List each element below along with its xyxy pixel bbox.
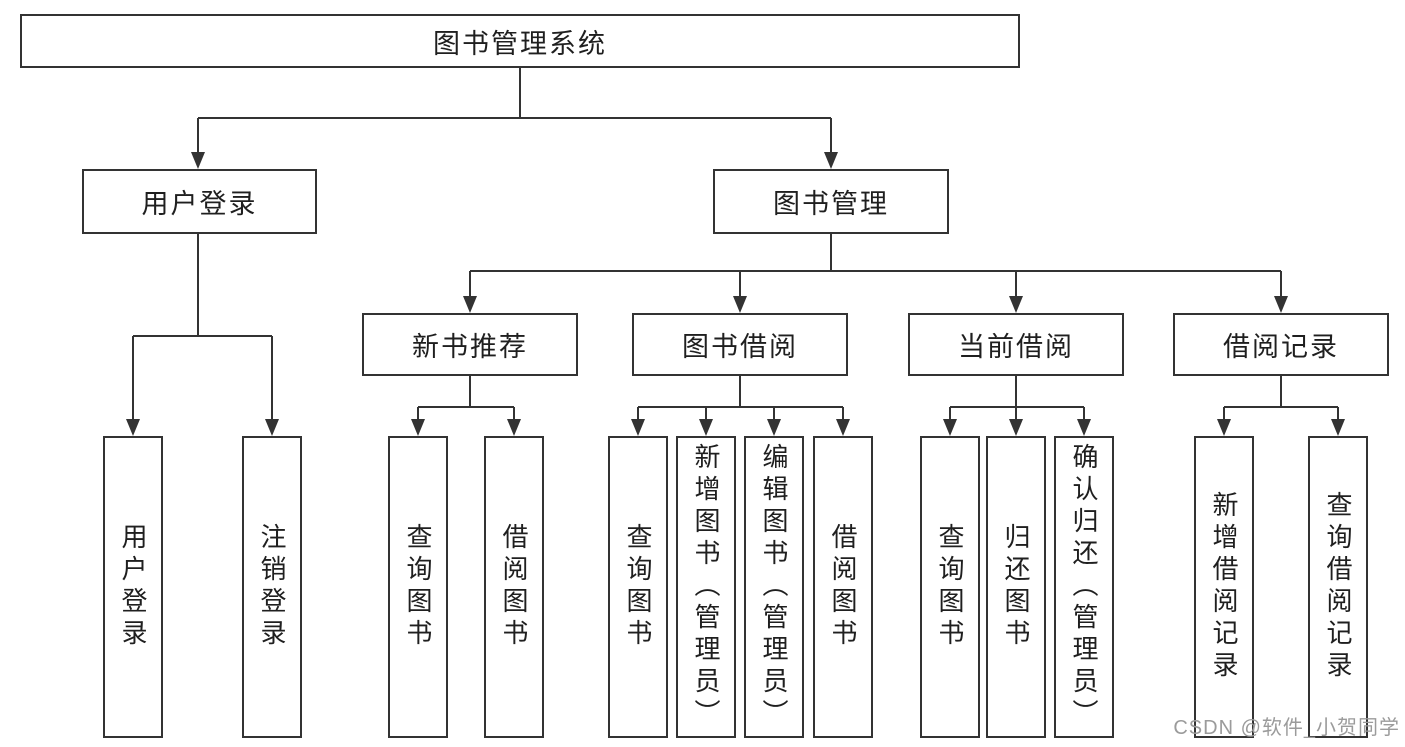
arrow-down-icons-user-login-leaves xyxy=(126,419,279,436)
csdn-watermark: CSDN @软件_小贺同学 xyxy=(1173,717,1400,739)
leaf-user-login-label: 用户登录 xyxy=(118,523,148,651)
leaf-add-book-admin: 新增图书（管理员） xyxy=(676,436,736,738)
connector-book-mgmt-to-level3 xyxy=(469,234,1282,296)
leaf-recommend-borrow-book: 借阅图书 xyxy=(484,436,544,738)
leaf-edit-book-admin: 编辑图书（管理员） xyxy=(744,436,804,738)
leaf-current-query-book: 查询图书 xyxy=(920,436,980,738)
leaf-logout-label: 注销登录 xyxy=(257,523,287,651)
leaf-edit-book-admin-label: 编辑图书（管理员） xyxy=(759,443,789,731)
leaf-return-book-label: 归还图书 xyxy=(1001,523,1031,651)
node-new-book-recommendation: 新书推荐 xyxy=(362,313,578,376)
leaf-recommend-query-book-label: 查询图书 xyxy=(403,523,433,651)
node-borrowing-records: 借阅记录 xyxy=(1173,313,1389,376)
leaf-confirm-return-admin-label: 确认归还（管理员） xyxy=(1069,443,1099,731)
leaf-logout: 注销登录 xyxy=(242,436,302,738)
leaf-recommend-query-book: 查询图书 xyxy=(388,436,448,738)
leaf-recommend-borrow-book-label: 借阅图书 xyxy=(499,523,529,651)
leaf-query-borrow-record: 查询借阅记录 xyxy=(1308,436,1368,738)
leaf-borrow-query-book: 查询图书 xyxy=(608,436,668,738)
arrow-down-icons-current-borrow-leaves xyxy=(943,419,1091,436)
arrow-down-icons-book-borrow-leaves xyxy=(631,419,850,436)
node-book-management: 图书管理 xyxy=(713,169,949,234)
leaf-borrow-borrow-book-label: 借阅图书 xyxy=(828,523,858,651)
connector-new-book-rec-to-leaves xyxy=(417,376,515,420)
node-root-library-management-system: 图书管理系统 xyxy=(20,14,1020,68)
leaf-return-book: 归还图书 xyxy=(986,436,1046,738)
leaf-add-borrow-record-label: 新增借阅记录 xyxy=(1209,491,1239,683)
leaf-add-borrow-record: 新增借阅记录 xyxy=(1194,436,1254,738)
arrow-down-icons-level3 xyxy=(463,296,1288,313)
leaf-current-query-book-label: 查询图书 xyxy=(935,523,965,651)
leaf-confirm-return-admin: 确认归还（管理员） xyxy=(1054,436,1114,738)
connector-borrow-record-to-leaves xyxy=(1223,376,1339,420)
connector-book-borrow-to-leaves xyxy=(637,376,844,420)
leaf-borrow-borrow-book: 借阅图书 xyxy=(813,436,873,738)
connector-current-borrow-to-leaves xyxy=(949,376,1085,420)
connector-root-to-level2 xyxy=(197,68,832,153)
node-book-borrowing: 图书借阅 xyxy=(632,313,848,376)
arrow-down-icons-borrow-record-leaves xyxy=(1217,419,1345,436)
leaf-add-book-admin-label: 新增图书（管理员） xyxy=(691,443,721,731)
node-current-borrowing: 当前借阅 xyxy=(908,313,1124,376)
leaf-borrow-query-book-label: 查询图书 xyxy=(623,523,653,651)
arrow-down-icons-level2 xyxy=(191,152,838,169)
leaf-user-login: 用户登录 xyxy=(103,436,163,738)
connector-user-login-to-leaves xyxy=(132,234,273,420)
leaf-query-borrow-record-label: 查询借阅记录 xyxy=(1323,491,1353,683)
node-user-login: 用户登录 xyxy=(82,169,317,234)
arrow-down-icons-new-book-rec-leaves xyxy=(411,419,521,436)
